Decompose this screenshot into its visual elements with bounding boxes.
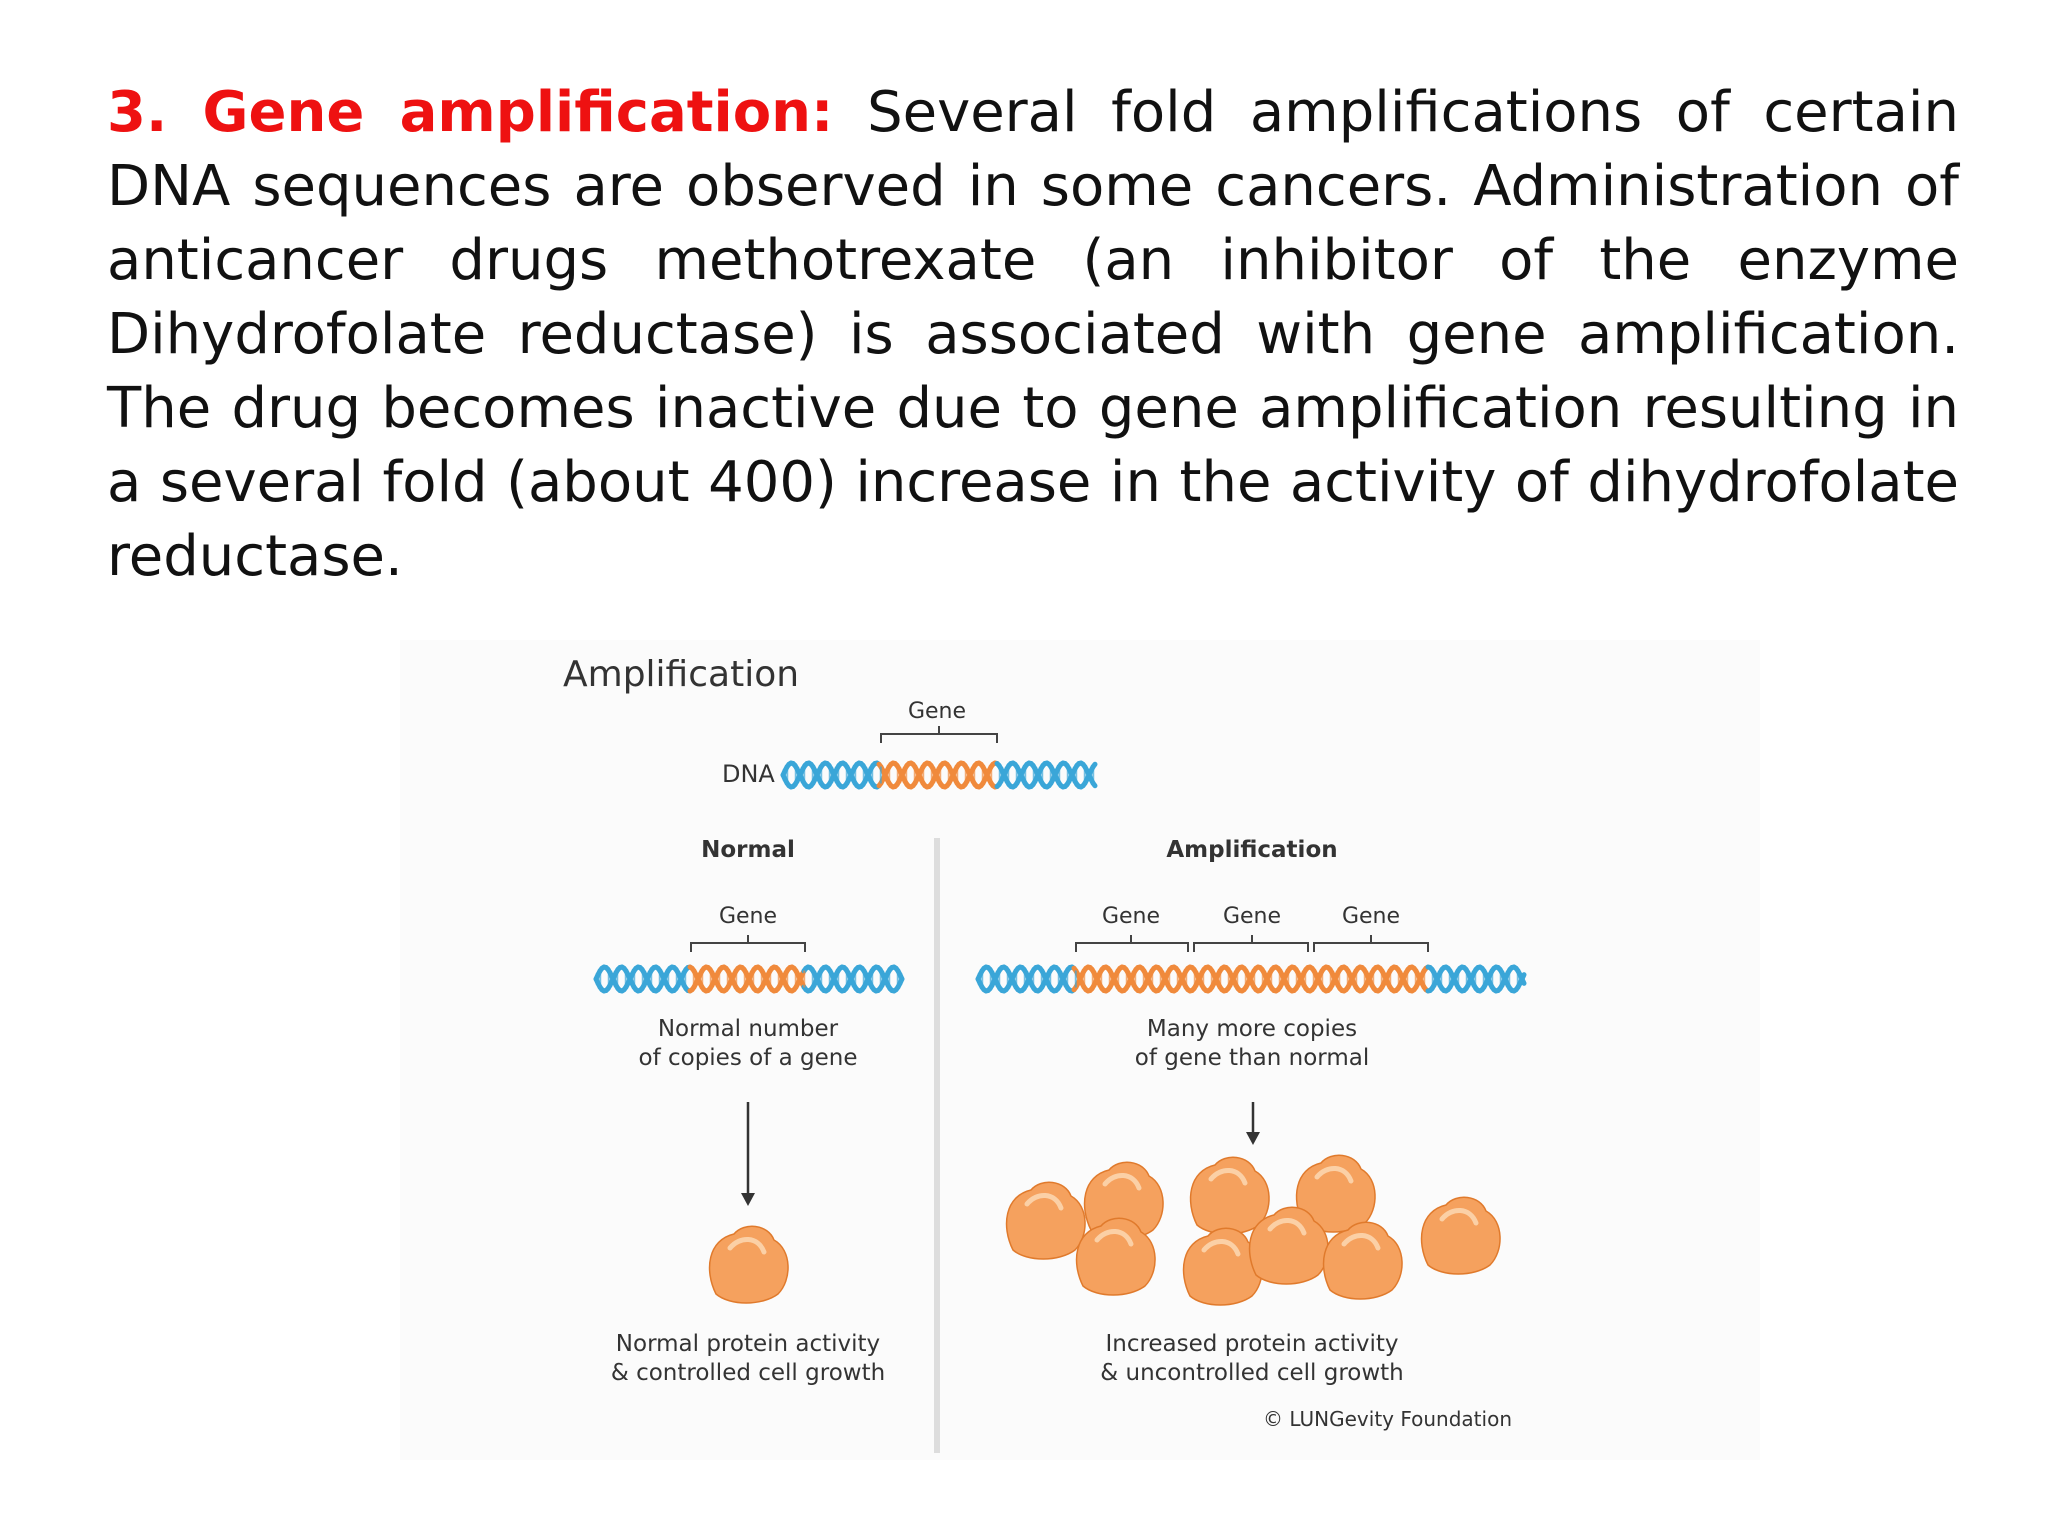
normal-result-line1: Normal protein activity bbox=[616, 1331, 880, 1357]
amplified-dna-strand bbox=[975, 964, 1527, 994]
amplified-result-line2: & uncontrolled cell growth bbox=[1100, 1360, 1404, 1386]
top-gene-label: Gene bbox=[908, 699, 966, 724]
normal-gene-bracket bbox=[690, 935, 806, 952]
amplified-gene-bracket-3 bbox=[1313, 935, 1429, 952]
protein-highlight bbox=[1439, 1208, 1479, 1226]
credit-text: © LUNGevity Foundation bbox=[1263, 1407, 1512, 1431]
panel-divider bbox=[934, 838, 940, 1453]
amplified-gene-bracket-1 bbox=[1075, 935, 1189, 952]
helix-segment bbox=[1519, 972, 1527, 982]
amplified-protein-group bbox=[1005, 1154, 1501, 1306]
amplified-caption-line2: of gene than normal bbox=[1135, 1045, 1369, 1071]
amplified-gene-label-1: Gene bbox=[1102, 904, 1160, 929]
amplification-diagram: Amplification Gene DNA Normal Gene Norma… bbox=[563, 654, 1527, 1453]
helix-segment bbox=[1090, 761, 1098, 770]
protein-highlight bbox=[1314, 1166, 1354, 1184]
protein-highlight bbox=[1267, 1218, 1307, 1236]
amplified-arrow-head bbox=[1246, 1132, 1260, 1145]
slide-paragraph: Several fold amplifications of certain D… bbox=[107, 80, 1959, 589]
protein-highlight bbox=[1094, 1229, 1134, 1247]
protein-highlight bbox=[1341, 1233, 1381, 1251]
protein-highlight bbox=[1208, 1168, 1248, 1186]
protein-highlight bbox=[1024, 1193, 1064, 1211]
figure-title: Amplification bbox=[563, 654, 799, 695]
amplified-gene-label-2: Gene bbox=[1223, 904, 1281, 929]
helix-segment bbox=[897, 976, 905, 986]
protein-highlight bbox=[1201, 1239, 1241, 1257]
gene-amplification-figure: Amplification Gene DNA Normal Gene Norma… bbox=[400, 640, 1760, 1460]
normal-gene-label: Gene bbox=[719, 904, 777, 929]
normal-protein-group bbox=[708, 1225, 789, 1304]
top-dna-strand bbox=[780, 760, 1098, 790]
amplified-gene-label-3: Gene bbox=[1342, 904, 1400, 929]
normal-heading: Normal bbox=[701, 837, 795, 863]
normal-caption-line2: of copies of a gene bbox=[639, 1045, 858, 1071]
normal-arrow-head bbox=[741, 1193, 755, 1206]
amplified-result-line1: Increased protein activity bbox=[1105, 1331, 1398, 1357]
amplified-caption-line1: Many more copies bbox=[1147, 1016, 1357, 1042]
protein-highlight bbox=[727, 1237, 767, 1255]
helix-segment bbox=[1090, 780, 1098, 789]
slide-body-text: 3. Gene amplification: Several fold ampl… bbox=[107, 76, 1959, 594]
slide-heading: 3. Gene amplification: bbox=[107, 80, 834, 145]
normal-dna-strand bbox=[593, 964, 905, 994]
normal-caption-line1: Normal number bbox=[658, 1016, 839, 1042]
protein-highlight bbox=[1102, 1173, 1142, 1191]
amplification-heading: Amplification bbox=[1166, 837, 1337, 863]
normal-result-line2: & controlled cell growth bbox=[611, 1360, 885, 1386]
top-gene-bracket bbox=[880, 726, 998, 743]
dna-label: DNA bbox=[722, 760, 775, 788]
amplified-gene-bracket-2 bbox=[1193, 935, 1309, 952]
